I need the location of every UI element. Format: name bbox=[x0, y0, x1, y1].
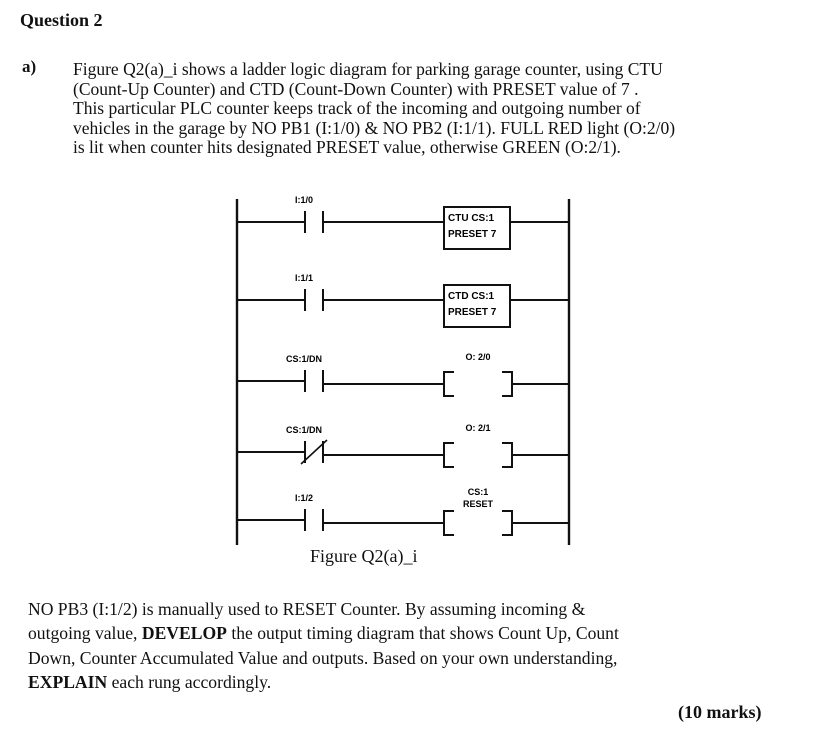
counter-block-title: CTD CS:1 bbox=[448, 291, 495, 302]
task-line: outgoing value, DEVELOP the output timin… bbox=[28, 621, 788, 645]
coil-bracket-left bbox=[443, 371, 454, 397]
coil-address: O: 2/0 bbox=[465, 352, 490, 362]
task-text: the output timing diagram that shows Cou… bbox=[226, 623, 619, 644]
intro-line: (Count-Up Counter) and CTD (Count-Down C… bbox=[73, 78, 639, 99]
contact-label: CS:1/DN bbox=[286, 354, 322, 364]
task-line: NO PB3 (I:1/2) is manually used to RESET… bbox=[28, 597, 788, 621]
intro-paragraph: Figure Q2(a)_i shows a ladder logic diag… bbox=[73, 59, 773, 158]
task-paragraph: NO PB3 (I:1/2) is manually used to RESET… bbox=[28, 597, 788, 695]
counter-block bbox=[443, 206, 511, 250]
counter-block bbox=[443, 284, 511, 328]
nc-slash bbox=[300, 439, 328, 465]
task-text: each rung accordingly. bbox=[107, 672, 272, 693]
task-keyword: EXPLAIN bbox=[28, 672, 108, 693]
question-title: Question 2 bbox=[20, 10, 103, 30]
task-text: NO PB3 (I:1/2) is manually used to RESET… bbox=[28, 599, 586, 619]
intro-line: This particular PLC counter keeps track … bbox=[73, 98, 641, 119]
counter-block-preset: PRESET 7 bbox=[448, 229, 497, 240]
contact-label: I:1/1 bbox=[295, 273, 313, 283]
counter-block-title: CTU CS:1 bbox=[448, 213, 495, 224]
intro-line: Figure Q2(a)_i shows a ladder logic diag… bbox=[73, 59, 663, 79]
contact-label: CS:1/DN bbox=[286, 425, 322, 435]
task-text: Down, Counter Accumulated Value and outp… bbox=[28, 647, 618, 668]
coil-address: CS:1 bbox=[468, 487, 489, 497]
coil-address: O: 2/1 bbox=[465, 423, 490, 433]
contact-label: I:1/0 bbox=[295, 195, 313, 205]
intro-line: vehicles in the garage by NO PB1 (I:1/0)… bbox=[73, 117, 676, 138]
task-keyword: DEVELOP bbox=[141, 623, 227, 644]
coil-bracket-right bbox=[502, 442, 513, 468]
task-line: Down, Counter Accumulated Value and outp… bbox=[28, 646, 788, 670]
contact-label: I:1/2 bbox=[295, 493, 313, 503]
coil-bracket-left bbox=[443, 442, 454, 468]
coil-instruction: RESET bbox=[463, 499, 494, 509]
coil-bracket-left bbox=[443, 510, 454, 536]
task-text: outgoing value, bbox=[28, 623, 142, 644]
figure-caption: Figure Q2(a)_i bbox=[310, 546, 418, 566]
task-line: EXPLAIN each rung accordingly. bbox=[28, 670, 788, 694]
coil-bracket-right bbox=[502, 510, 513, 536]
counter-block-preset: PRESET 7 bbox=[448, 307, 497, 318]
coil-bracket-right bbox=[502, 371, 513, 397]
part-label: a) bbox=[22, 57, 37, 76]
marks-label: (10 marks) bbox=[678, 702, 762, 722]
intro-line: is lit when counter hits designated PRES… bbox=[73, 137, 621, 158]
